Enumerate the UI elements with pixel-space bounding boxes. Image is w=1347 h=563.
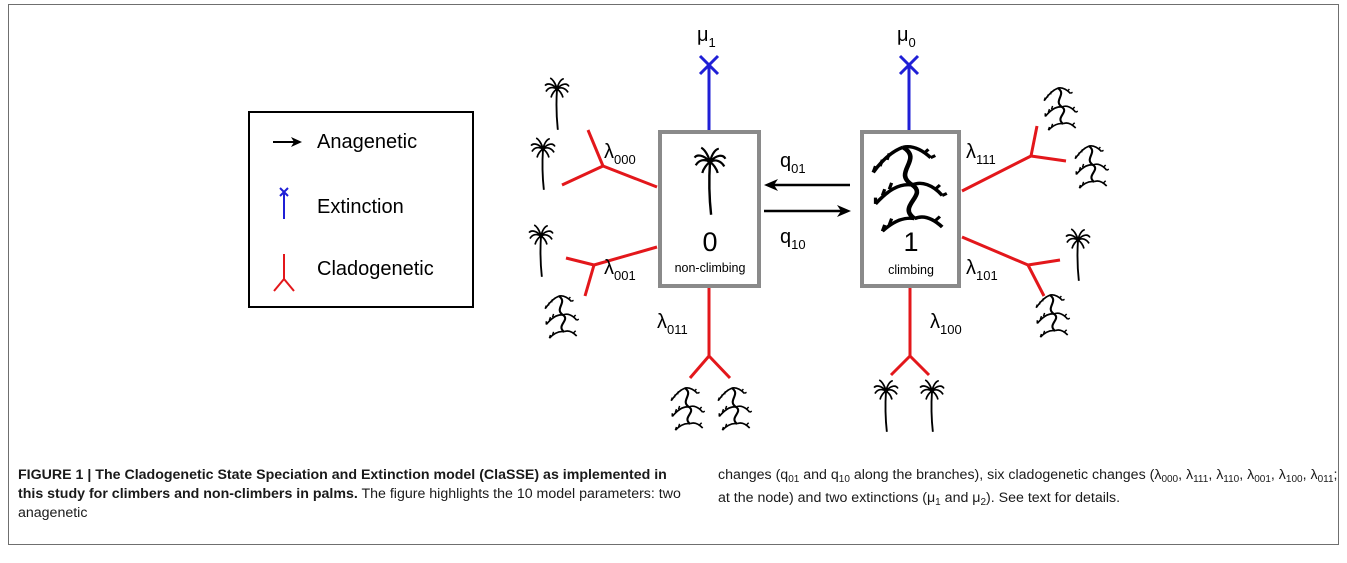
state-0-number: 0 bbox=[702, 227, 718, 257]
param-q01: q01 bbox=[780, 150, 806, 176]
param-mu1: μ1 bbox=[697, 24, 716, 50]
cladogenesis-l100 bbox=[889, 288, 931, 377]
param-lambda111: λ111 bbox=[966, 141, 996, 167]
climbing-palm-icon bbox=[1043, 86, 1079, 132]
palm-tree-icon bbox=[919, 379, 945, 433]
param-lambda101: λ101 bbox=[966, 257, 998, 283]
cladogenesis-l000 bbox=[561, 129, 658, 189]
classe-diagram bbox=[273, 54, 1110, 433]
legend bbox=[248, 111, 474, 308]
palm-tree-icon bbox=[528, 224, 554, 278]
arrow-q10 bbox=[764, 205, 851, 217]
param-lambda100: λ100 bbox=[930, 311, 962, 337]
climbing-palm-icon bbox=[1035, 293, 1071, 339]
extinction-mu1 bbox=[698, 54, 720, 131]
palm-tree-icon bbox=[544, 77, 570, 131]
cladogenesis-l101 bbox=[961, 235, 1061, 297]
climbing-palm-icon bbox=[1074, 144, 1110, 190]
state-1-label: climbing bbox=[888, 263, 934, 277]
param-lambda000: λ000 bbox=[604, 141, 636, 167]
figure-caption-left: FIGURE 1 | The Cladogenetic State Specia… bbox=[18, 466, 688, 523]
cladogenesis-l111 bbox=[961, 125, 1067, 193]
climbing-palm-icon bbox=[544, 294, 580, 340]
figure-frame bbox=[8, 4, 1339, 545]
state-1-number: 1 bbox=[903, 227, 919, 257]
param-lambda011: λ011 bbox=[657, 311, 688, 337]
state-0-label: non-climbing bbox=[674, 261, 746, 275]
legend-extinction-icon bbox=[279, 187, 289, 219]
palm-tree-icon bbox=[873, 379, 899, 433]
legend-cladogenetic-icon bbox=[273, 254, 295, 292]
extinction-mu0 bbox=[898, 54, 920, 131]
param-q10: q10 bbox=[780, 226, 806, 252]
climbing-palm-icon bbox=[717, 386, 753, 432]
legend-extinction-label: Extinction bbox=[317, 196, 404, 218]
figure-caption-title: FIGURE 1 | The Cladogenetic State Specia… bbox=[18, 467, 667, 502]
param-lambda001: λ001 bbox=[604, 257, 636, 283]
figure-caption-right: changes (q01 and q10 along the branches)… bbox=[718, 467, 1338, 508]
legend-cladogenetic-label: Cladogenetic bbox=[317, 258, 434, 280]
legend-anagenetic-arrow-icon bbox=[273, 137, 302, 147]
figure-caption-body-left: The figure highlights the 10 model param… bbox=[18, 486, 681, 521]
cladogenesis-l001 bbox=[565, 245, 658, 297]
palm-tree-icon bbox=[530, 137, 556, 191]
legend-anagenetic-label: Anagenetic bbox=[317, 131, 418, 153]
param-mu0: μ0 bbox=[897, 24, 916, 50]
palm-tree-icon bbox=[1065, 228, 1091, 282]
arrow-q01 bbox=[764, 179, 850, 191]
cladogenesis-l011 bbox=[688, 288, 732, 380]
climbing-palm-icon bbox=[670, 386, 706, 432]
